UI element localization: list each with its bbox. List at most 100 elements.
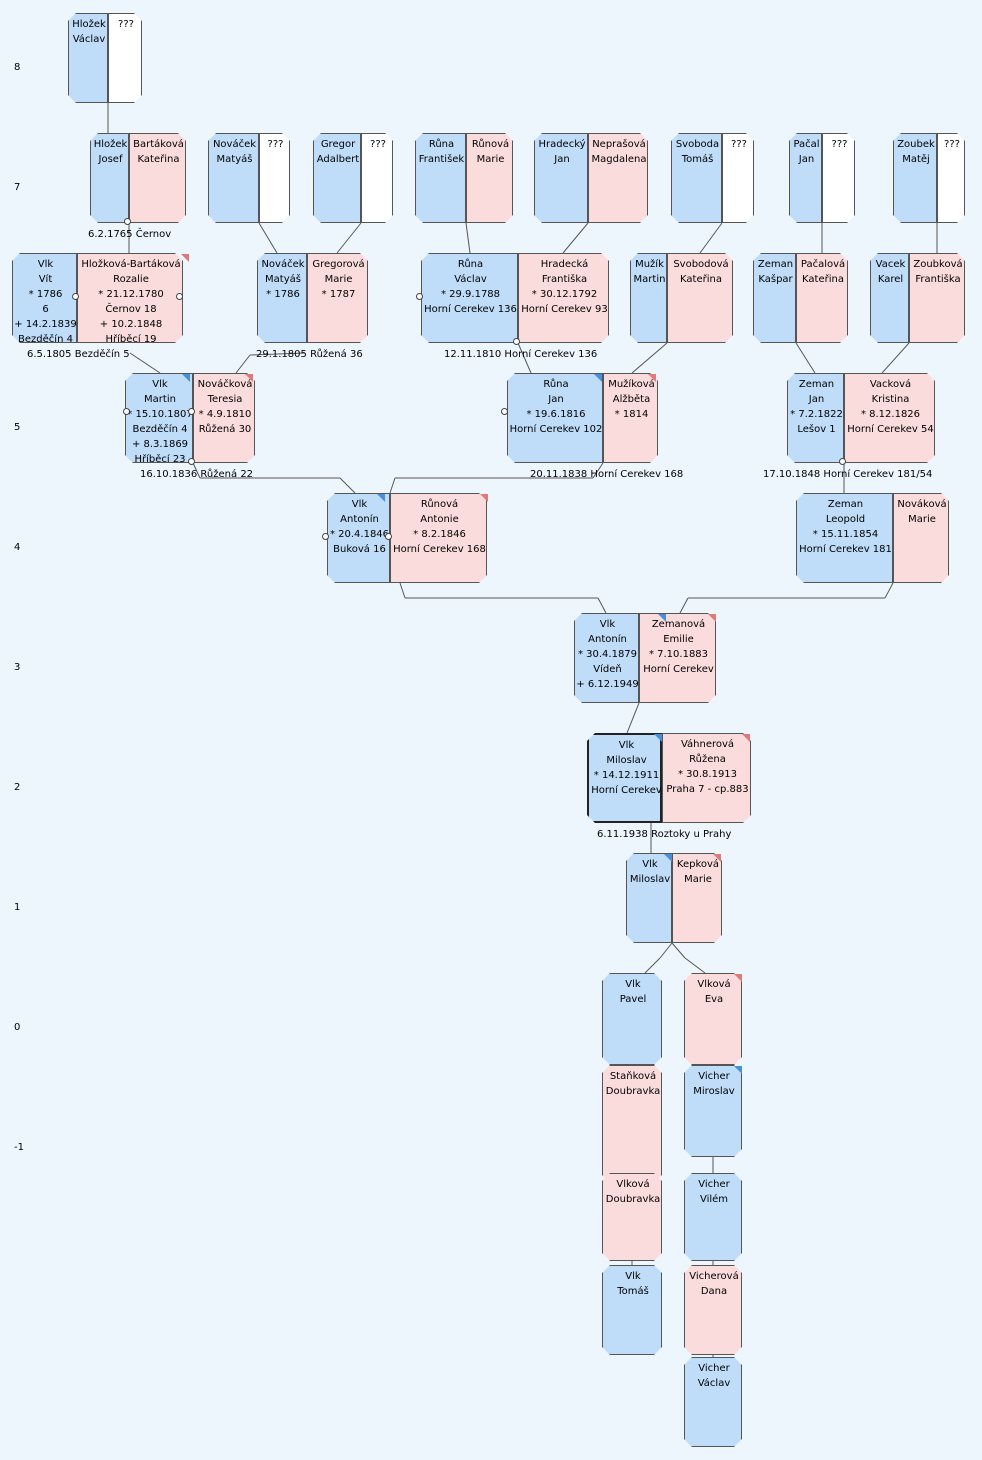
person-box[interactable]: Vlk Tomáš — [602, 1265, 662, 1355]
person-box[interactable]: Hradecký Jan — [534, 133, 588, 223]
person-box[interactable]: Vlk Martin * 15.10.1807 Bezděčín 4 + 8.3… — [125, 373, 193, 463]
person-name: Neprašová Magdalena — [591, 139, 647, 165]
person-box[interactable]: Váhnerová Růžena * 30.8.1913 Praha 7 - c… — [662, 733, 751, 823]
person-name: Vlk Miloslav * 14.12.1911 Horní Cerekev — [591, 740, 662, 796]
person-box[interactable]: Vicher Vilém — [684, 1173, 742, 1261]
marriage-label: 16.10.1836 Růžená 22 — [140, 469, 254, 480]
person-box[interactable]: Zoubek Matěj — [893, 133, 937, 223]
person-box[interactable]: Kepková Marie — [672, 853, 722, 943]
person-box[interactable]: Svoboda Tomáš — [671, 133, 722, 223]
person-box[interactable]: Zoubková Františka — [909, 253, 965, 343]
person-box[interactable]: Vlk Pavel — [602, 973, 662, 1065]
unknown-person-box[interactable]: ??? — [361, 133, 393, 223]
generation-label: 4 — [14, 542, 21, 553]
person-box[interactable]: Hložková-Bartáková Rozalie * 21.12.1780 … — [77, 253, 183, 343]
person-box[interactable]: Pačal Jan — [789, 133, 822, 223]
connector-line — [399, 582, 406, 599]
person-box[interactable]: Hradecká Františka * 30.12.1792 Horní Ce… — [518, 253, 609, 343]
male-marker-icon — [594, 374, 602, 382]
unknown-person-box[interactable]: ??? — [108, 13, 142, 103]
link-handle[interactable] — [513, 338, 520, 345]
person-box[interactable]: Zemanová Emilie * 7.10.1883 Horní Cereke… — [639, 613, 716, 703]
link-handle[interactable] — [839, 458, 846, 465]
person-name: ??? — [831, 139, 848, 150]
person-box[interactable]: Neprašová Magdalena — [588, 133, 648, 223]
link-handle[interactable] — [124, 218, 131, 225]
link-handle[interactable] — [123, 408, 130, 415]
person-box[interactable]: Pačalová Kateřina — [796, 253, 848, 343]
person-box[interactable]: Vlk Antonín * 30.4.1879 Vídeň + 6.12.194… — [574, 613, 639, 703]
connector-line — [884, 582, 894, 599]
person-box[interactable]: Nováček Matyáš — [208, 133, 259, 223]
link-handle[interactable] — [322, 533, 329, 540]
link-handle[interactable] — [176, 293, 183, 300]
person-name: Svoboda Tomáš — [675, 139, 720, 165]
person-box[interactable]: Svobodová Kateřina — [667, 253, 733, 343]
person-box[interactable]: Vlk Antonín * 20.4.1846 Buková 16 — [327, 493, 390, 583]
unknown-person-box[interactable]: ??? — [937, 133, 965, 223]
person-box[interactable]: Vlková Eva — [684, 973, 742, 1065]
person-box[interactable]: Gregorová Marie * 1787 — [307, 253, 368, 343]
person-box[interactable]: Gregor Adalbert — [313, 133, 361, 223]
person-box[interactable]: Růna František — [415, 133, 466, 223]
person-name: Vacek Karel — [875, 259, 906, 285]
person-name: Vlk Martin * 15.10.1807 Bezděčín 4 + 8.3… — [127, 379, 193, 464]
person-box[interactable]: Vacková Kristina * 8.12.1826 Horní Cerek… — [844, 373, 935, 463]
unknown-person-box[interactable]: ??? — [722, 133, 754, 223]
person-box[interactable]: Vlková Doubravka — [602, 1173, 662, 1261]
connector-line — [631, 342, 668, 374]
link-handle[interactable] — [188, 458, 195, 465]
person-box[interactable]: Mužík Martin — [630, 253, 667, 343]
person-box[interactable]: Růna Jan * 19.6.1816 Horní Cerekev 102 — [507, 373, 603, 463]
female-marker-icon — [708, 614, 716, 622]
person-name: Mužík Martin — [633, 259, 666, 285]
person-box[interactable]: Staňková Doubravka — [602, 1065, 662, 1183]
person-box[interactable]: Bartáková Kateřina — [129, 133, 186, 223]
person-name: Pačal Jan — [793, 139, 820, 165]
link-handle[interactable] — [72, 293, 79, 300]
person-name: Nováček Matyáš * 1786 — [261, 259, 305, 300]
person-name: Hložek Josef — [93, 139, 128, 165]
person-box[interactable]: Vicher Miroslav — [684, 1065, 742, 1157]
person-box[interactable]: Nováček Matyáš * 1786 — [257, 253, 307, 343]
person-box[interactable]: Vicher Václav — [684, 1357, 742, 1447]
person-box[interactable]: Nováková Marie — [893, 493, 949, 583]
marriage-label: 29.1.1805 Růžená 36 — [256, 349, 363, 360]
male-marker-icon — [182, 374, 190, 382]
person-name: Staňková Doubravka — [605, 1071, 661, 1097]
person-box[interactable]: Vicherová Dana — [684, 1265, 742, 1355]
person-box[interactable]: Vacek Karel — [870, 253, 909, 343]
link-handle[interactable] — [416, 293, 423, 300]
person-box[interactable]: Zeman Jan * 7.2.1822 Lešov 1 — [787, 373, 844, 463]
link-handle[interactable] — [385, 533, 392, 540]
unknown-person-box[interactable]: ??? — [822, 133, 855, 223]
person-name: Hradecká Františka * 30.12.1792 Horní Ce… — [521, 259, 608, 315]
link-handle[interactable] — [501, 408, 508, 415]
connector-line — [336, 222, 362, 254]
connector-line — [626, 702, 640, 734]
person-box[interactable]: Růnová Antonie * 8.2.1846 Horní Cerekev … — [390, 493, 487, 583]
person-name: Nováček Matyáš — [212, 139, 257, 165]
person-name: Hložková-Bartáková Rozalie * 21.12.1780 … — [81, 259, 181, 344]
male-marker-icon — [664, 854, 672, 862]
unknown-person-box[interactable]: ??? — [259, 133, 290, 223]
person-box[interactable]: Zeman Kašpar — [753, 253, 796, 343]
person-box[interactable]: Vlk Vít * 1786 6 + 14.2.1839 Bezděčín 4 — [12, 253, 77, 343]
person-box[interactable]: Vlk Miloslav * 14.12.1911 Horní Cerekev — [587, 733, 662, 823]
person-box[interactable]: Nováčková Teresia * 4.9.1810 Růžená 30 — [193, 373, 255, 463]
person-box[interactable]: Hložek Josef — [90, 133, 129, 223]
person-box[interactable]: Hložek Václav — [68, 13, 108, 103]
person-name: Vicher Václav — [697, 1363, 731, 1389]
person-box[interactable]: Zeman Leopold * 15.11.1854 Horní Cerekev… — [796, 493, 893, 583]
person-box[interactable]: Mužíková Alžběta * 1814 — [603, 373, 658, 463]
generation-label: 5 — [14, 422, 21, 433]
person-name: Vlk Pavel — [619, 979, 647, 1005]
person-name: Svobodová Kateřina — [673, 259, 729, 285]
person-box[interactable]: Růnová Marie — [466, 133, 513, 223]
person-box[interactable]: Vlk Miloslav — [626, 853, 672, 943]
person-box[interactable]: Růna Václav * 29.9.1788 Horní Cerekev 13… — [421, 253, 518, 343]
person-name: Gregor Adalbert — [316, 139, 360, 165]
female-marker-icon — [648, 374, 656, 382]
link-handle[interactable] — [188, 408, 195, 415]
person-name: Růna Jan * 19.6.1816 Horní Cerekev 102 — [509, 379, 603, 435]
